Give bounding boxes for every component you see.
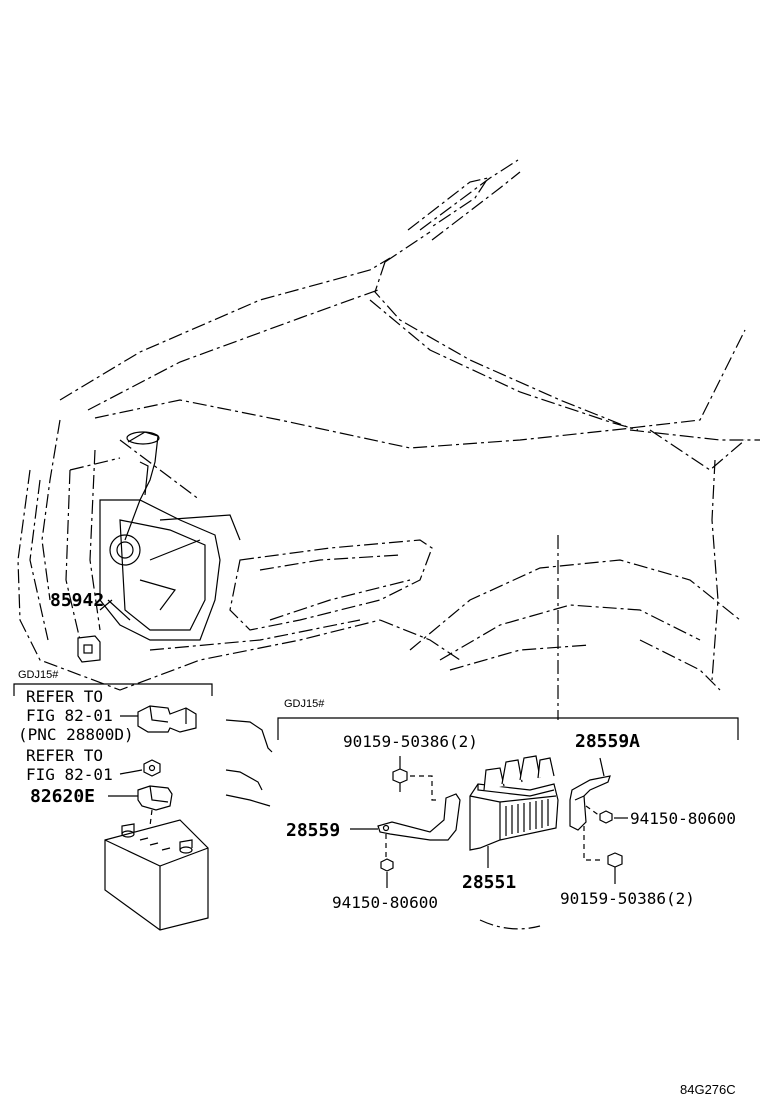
ref-note-2-line1: REFER TO [26, 746, 103, 765]
bracket-28559 [377, 793, 461, 860]
part-label-82620e: 82620E [30, 786, 95, 807]
fusible-link-block [137, 785, 173, 827]
ref-note-1-line3: (PNC 28800D) [18, 725, 134, 744]
part-label-85942: 85942 [50, 590, 104, 611]
battery-terminal-cover [137, 705, 197, 733]
group-right-variant: GDJ15# [284, 698, 325, 710]
ref-note-2-line2: FIG 82-01 [26, 765, 113, 784]
group-left: GDJ15# REFER TO FIG 82-01 (PNC 28800D) R… [13, 669, 213, 931]
leader-line [225, 719, 273, 753]
ref-note-1-line1: REFER TO [26, 687, 103, 706]
part-label-bolt-top: 90159-50386(2) [343, 732, 478, 751]
leader-line [225, 769, 263, 791]
bracket-28559a [569, 757, 611, 831]
battery [104, 819, 209, 931]
group-left-variant: GDJ15# [18, 669, 59, 681]
vehicle-outline [17, 159, 760, 720]
relay-module-28551 [469, 755, 559, 868]
bolt-bottom [583, 826, 623, 884]
leader-line [225, 794, 271, 807]
part-label-28559: 28559 [286, 820, 340, 841]
relay-85942 [77, 599, 113, 663]
part-label-washer-left: 94150-80600 [332, 893, 438, 912]
part-label-28559a: 28559A [575, 731, 640, 752]
terminal-nut [143, 759, 161, 777]
engine-bay-components [99, 431, 241, 641]
ref-note-1-line2: FIG 82-01 [26, 706, 113, 725]
figure-code: 84G276C [680, 1082, 736, 1097]
part-label-bolt-bottom: 90159-50386(2) [560, 889, 695, 908]
bolt-top [392, 756, 440, 801]
group-right: GDJ15# 28559A 90159-50386(2) 28559 94150… [277, 698, 739, 930]
washer-right [585, 805, 628, 824]
part-label-washer-right: 94150-80600 [630, 809, 736, 828]
part-label-28551: 28551 [462, 872, 516, 893]
washer-left [380, 858, 394, 888]
